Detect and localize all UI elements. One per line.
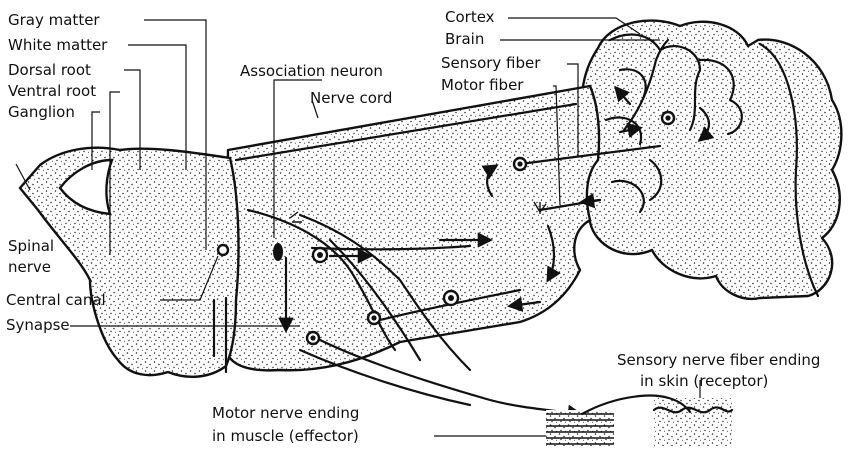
- label-sensory-fiber: Sensory fiber: [441, 54, 541, 72]
- label-brain: Brain: [445, 30, 484, 48]
- label-synapse: Synapse: [6, 316, 70, 334]
- label-receptor-line1: Sensory nerve fiber ending: [617, 351, 820, 369]
- label-central-canal: Central canal: [6, 291, 106, 309]
- nerve-cord: [226, 86, 599, 370]
- brain-illustration: [567, 21, 841, 299]
- label-cortex: Cortex: [445, 8, 495, 26]
- label-nerve-cord: Nerve cord: [310, 89, 392, 107]
- label-dorsal-root: Dorsal root: [8, 61, 91, 79]
- effector-receptor-tissue: [546, 396, 732, 446]
- label-ganglion: Ganglion: [8, 103, 75, 121]
- label-receptor-line2: in skin (receptor): [640, 372, 768, 390]
- label-effector-line1: Motor nerve ending: [212, 404, 359, 422]
- label-spinal-nerve-line2: nerve: [8, 258, 51, 276]
- label-spinal-nerve-line1: Spinal: [8, 237, 54, 255]
- label-association-neuron: Association neuron: [240, 62, 383, 80]
- label-gray-matter: Gray matter: [8, 11, 100, 29]
- label-effector-line2: in muscle (effector): [212, 427, 359, 445]
- label-ventral-root: Ventral root: [8, 82, 96, 100]
- label-white-matter: White matter: [8, 36, 108, 54]
- label-motor-fiber: Motor fiber: [441, 76, 524, 94]
